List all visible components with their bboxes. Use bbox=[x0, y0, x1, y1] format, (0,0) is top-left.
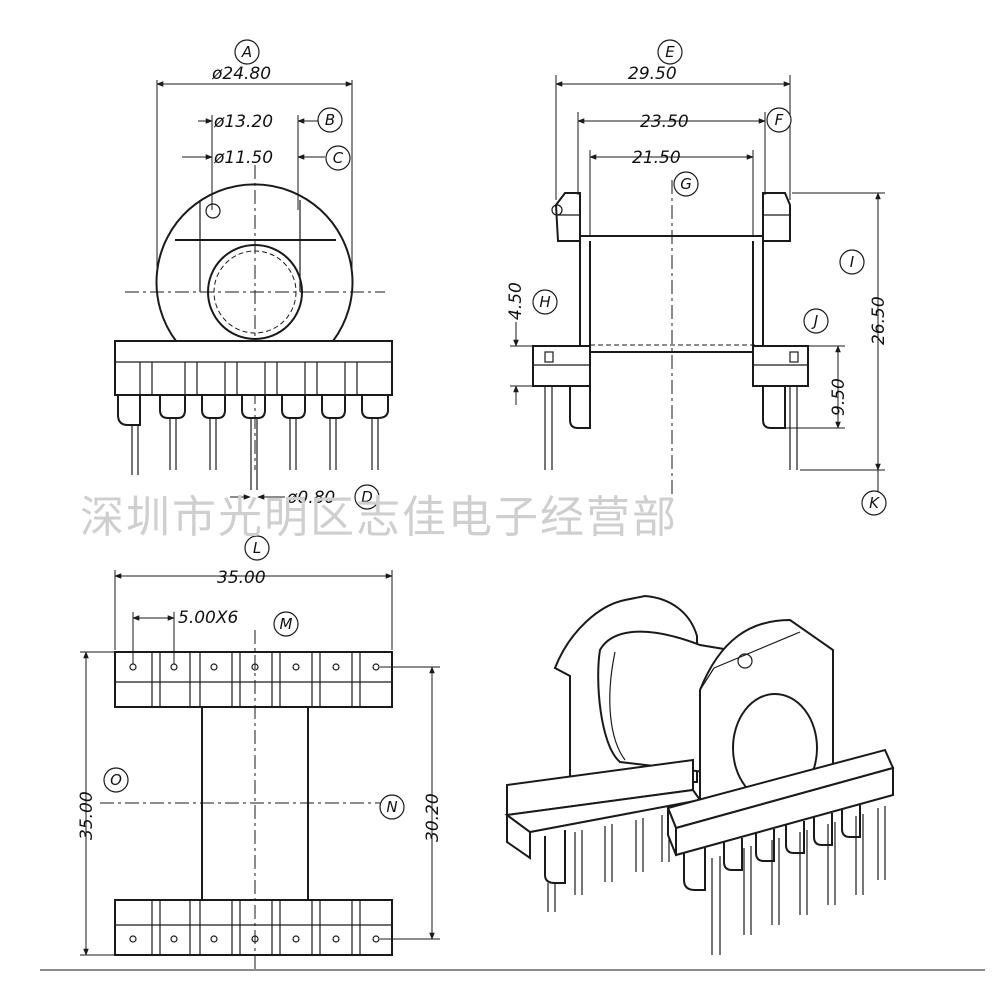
dim-o-value: 35.00 bbox=[77, 791, 97, 840]
dim-j-value: 9.50 bbox=[829, 378, 849, 416]
top-rail-pin-holes bbox=[129, 663, 380, 671]
label-i-circle bbox=[839, 249, 865, 275]
right-rail-foot bbox=[752, 345, 809, 387]
iso-key-hole bbox=[737, 653, 753, 669]
label-a-circle bbox=[234, 39, 260, 65]
label-c-circle bbox=[325, 145, 351, 171]
label-m-circle bbox=[273, 611, 299, 637]
label-f-circle bbox=[766, 107, 792, 133]
label-l: L bbox=[253, 539, 261, 557]
label-e: E bbox=[665, 43, 675, 61]
label-j-circle bbox=[803, 308, 829, 334]
label-b: B bbox=[325, 111, 335, 129]
label-a: A bbox=[241, 43, 252, 61]
dim-f-value: 23.50 bbox=[640, 112, 689, 132]
bottom-top-rail bbox=[114, 651, 393, 708]
watermark-text: 深圳市光明区志佳电子经营部 bbox=[80, 492, 678, 543]
dim-h-value: 4.50 bbox=[506, 282, 526, 320]
label-d: D bbox=[361, 488, 373, 506]
dim-m-value: 5.00X6 bbox=[178, 608, 238, 628]
dim-d-value: ø0.80 bbox=[286, 488, 335, 508]
right-flange-top bbox=[762, 192, 791, 242]
label-d-circle bbox=[354, 484, 380, 510]
isometric-view bbox=[504, 594, 895, 955]
dim-e-value: 29.50 bbox=[628, 64, 677, 84]
label-m: M bbox=[280, 615, 293, 633]
label-l-circle bbox=[244, 535, 270, 561]
dim-n-value: 30.20 bbox=[423, 793, 443, 842]
label-g-circle bbox=[673, 171, 699, 197]
bottom-bottom-rail bbox=[114, 899, 393, 956]
label-e-circle bbox=[657, 39, 683, 65]
label-o: O bbox=[110, 771, 122, 789]
dim-g-value: 21.50 bbox=[632, 148, 681, 168]
label-g: G bbox=[680, 175, 692, 193]
label-c: C bbox=[333, 149, 344, 167]
iso-back-pins bbox=[544, 813, 670, 912]
rail-slots bbox=[139, 362, 358, 395]
key-hole bbox=[205, 203, 221, 219]
dim-a-value: ø24.80 bbox=[211, 64, 271, 84]
label-i: I bbox=[850, 253, 855, 271]
label-o-circle bbox=[103, 767, 129, 793]
side-view: 29.50 E 23.50 F 21.50 G 4.50 H 26.50 I bbox=[506, 39, 889, 516]
dim-i-value: 26.50 bbox=[869, 296, 889, 345]
iso-front-pins bbox=[683, 805, 886, 955]
bottom-view: 35.00 L 5.00X6 M 35.00 O 30.20 N bbox=[77, 535, 443, 970]
label-n-circle bbox=[379, 794, 405, 820]
front-view: ø24.80 A ø13.20 B ø11.50 C ø0.80 D bbox=[114, 39, 393, 510]
label-h: H bbox=[539, 293, 550, 311]
label-k: K bbox=[869, 494, 880, 512]
label-j: J bbox=[811, 312, 818, 330]
label-n: N bbox=[386, 798, 397, 816]
label-f: F bbox=[775, 111, 784, 129]
pin-row bbox=[117, 395, 389, 490]
label-k-circle bbox=[861, 490, 887, 516]
left-rail-foot bbox=[532, 345, 591, 387]
left-flange-top bbox=[554, 192, 581, 242]
label-b-circle bbox=[317, 107, 343, 133]
pin-rail bbox=[114, 340, 393, 396]
dim-l-value: 35.00 bbox=[217, 568, 266, 588]
dim-b-value: ø13.20 bbox=[213, 112, 273, 132]
dim-c-value: ø11.50 bbox=[213, 148, 273, 168]
label-h-circle bbox=[532, 289, 558, 315]
